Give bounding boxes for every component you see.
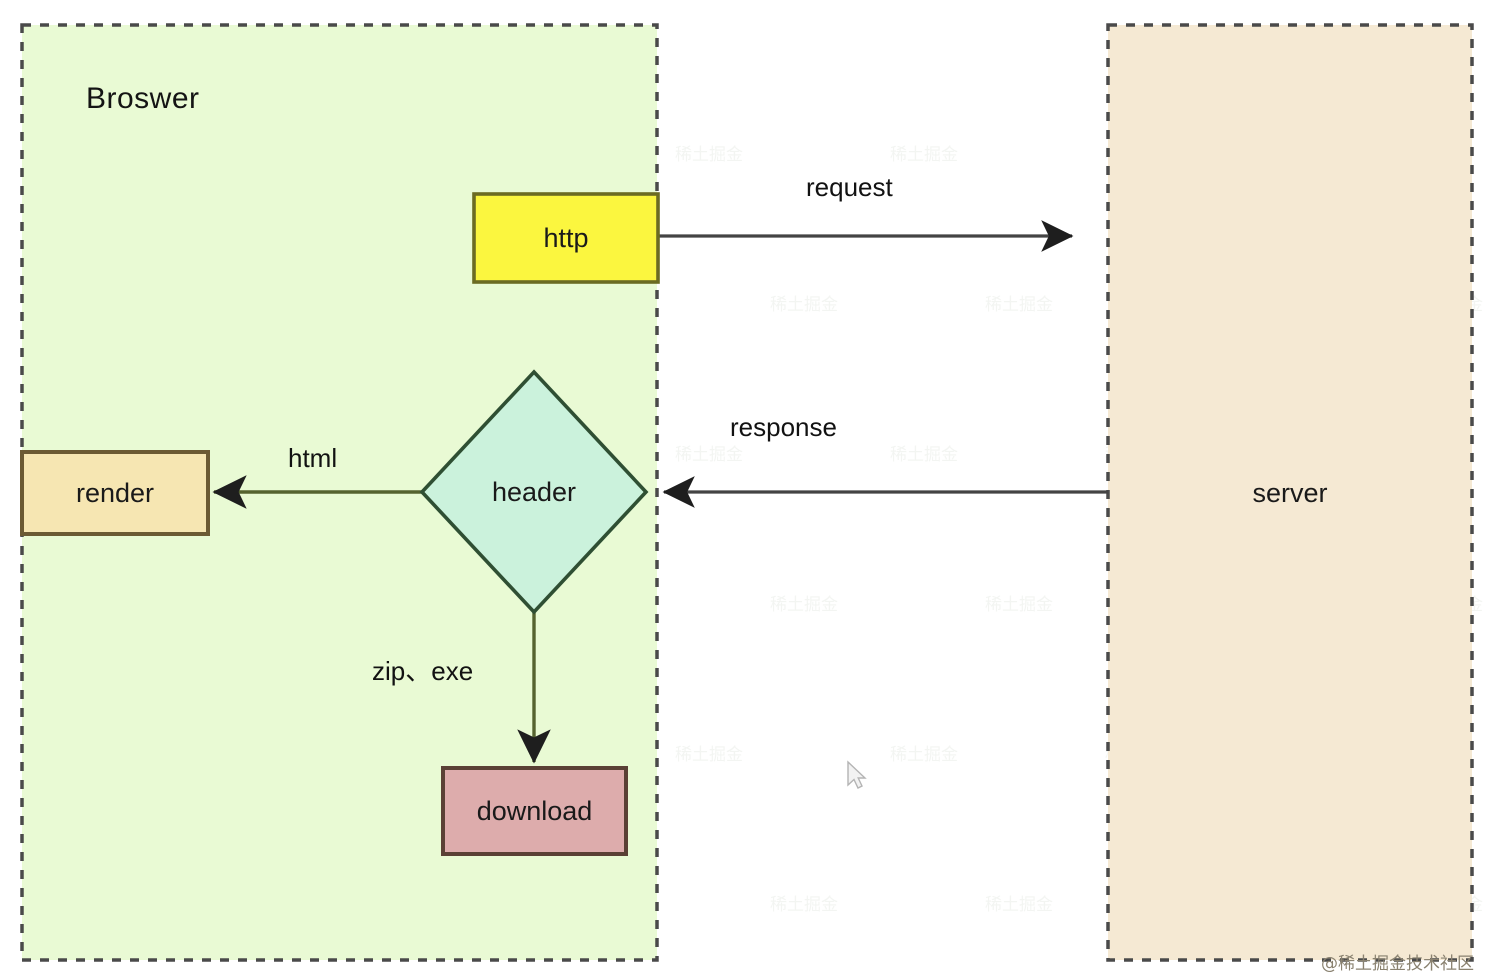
edge-label-zip-exe: zip、exe bbox=[372, 656, 474, 686]
container-server bbox=[1106, 23, 1474, 962]
edge-label-html: html bbox=[288, 443, 338, 473]
edge-label-response: response bbox=[730, 412, 837, 442]
node-render[interactable] bbox=[20, 450, 210, 536]
container-title-browser: Broswer bbox=[86, 82, 200, 115]
corner-watermark: @稀土掘金技术社区 bbox=[1321, 954, 1474, 974]
node-header[interactable] bbox=[419, 369, 649, 615]
node-http[interactable] bbox=[472, 192, 660, 284]
edge-label-request: request bbox=[806, 172, 893, 202]
node-download[interactable] bbox=[441, 766, 628, 856]
